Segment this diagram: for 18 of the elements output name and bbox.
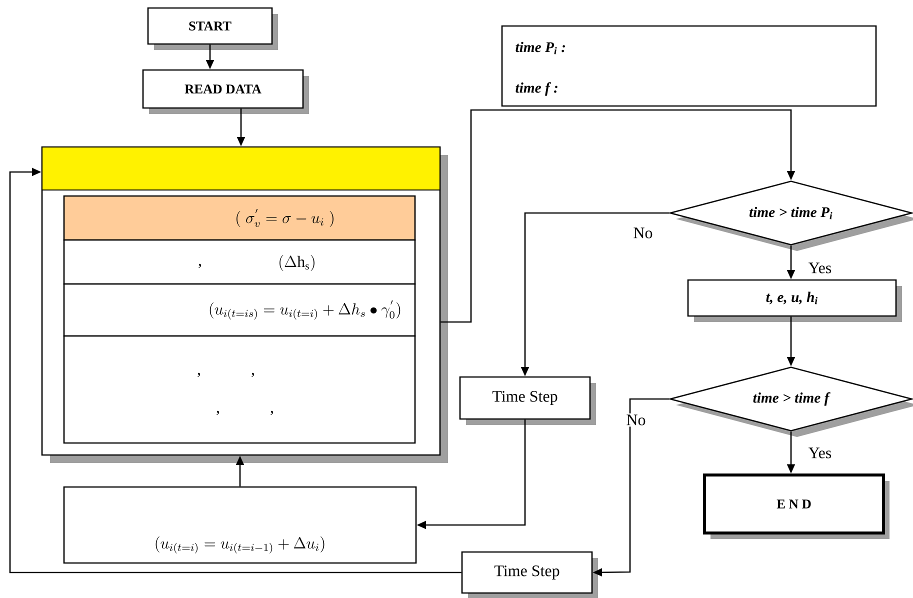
process-box: Time Step [459,376,596,425]
output-box: t, e, u, h$_{i}$ [687,279,902,322]
table-row: $(\;\sigma_v^{'} = \sigma - u_i\;)$ [63,195,416,241]
end-box: E N D [703,474,890,539]
arrow [440,109,796,323]
note-box: time P$_{i}$ : time f : [501,25,877,107]
process-box: $(u_{i(t=i)} = u_{i(t=i-1)} + \Delta u_i)$ [63,486,417,564]
process-box: Time Step [461,551,598,598]
process-box: READ DATA [142,69,309,114]
start-box: START [147,7,278,50]
arrow [9,168,462,574]
edge-label: No [624,413,648,427]
edge-label: Yes [807,446,833,460]
edge-label: No [632,226,654,240]
table-row: $(u_{i(t=is)} = u_{i(t=i)} + \Delta h_s \bullet \gamma_0^{'})$ [63,283,416,337]
table-row: , $(\Delta \mathrm{h}_{\mathrm{s}})$ [63,239,416,285]
edge-label: Yes [807,261,833,275]
header-band [41,146,441,191]
